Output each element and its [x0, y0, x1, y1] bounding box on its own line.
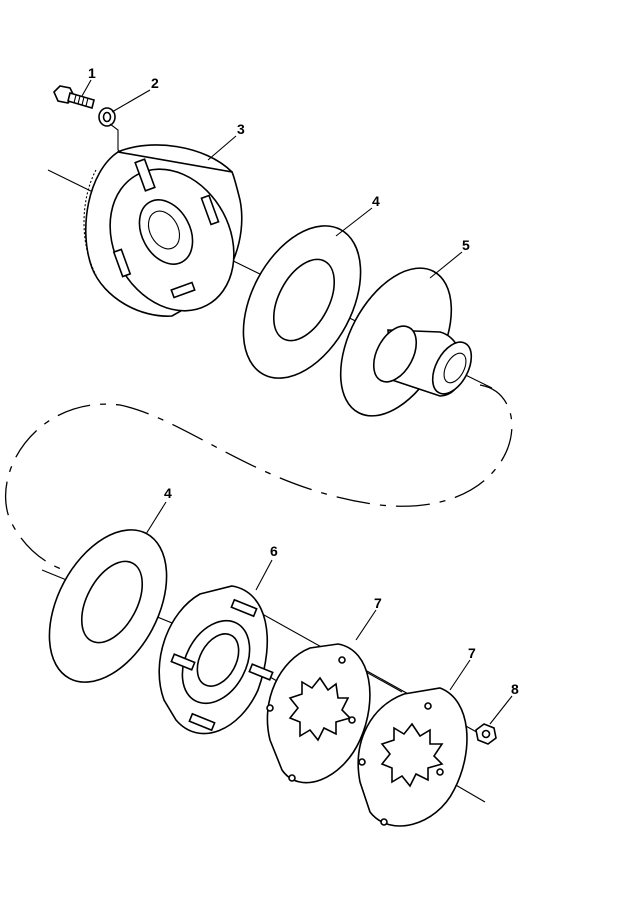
callout-8: 8 [511, 681, 519, 697]
callout-3: 3 [237, 121, 245, 137]
callout-4-upper: 4 [372, 193, 380, 209]
callout-4-lower: 4 [164, 485, 172, 501]
part-1-bolt [53, 85, 95, 110]
callout-5: 5 [462, 237, 470, 253]
part-4-friction-disc-lower [48, 529, 168, 683]
callout-1: 1 [88, 65, 96, 81]
callout-leaders [81, 79, 513, 725]
callout-6: 6 [270, 543, 278, 559]
part-2-washer [98, 107, 116, 127]
part-6-pressure-plate [158, 585, 274, 735]
callout-labels: 1 2 3 4 5 4 6 7 7 8 [88, 65, 519, 697]
part-7-splined-plate-first [266, 643, 371, 784]
part-4-friction-disc-upper [242, 225, 362, 379]
part-5-hub-plate [339, 267, 473, 417]
callout-7-second: 7 [468, 645, 476, 661]
callout-7-first: 7 [374, 595, 382, 611]
dashed-connection-path [4, 384, 513, 576]
part-8-nut [475, 723, 497, 745]
part-3-clutch-drum [83, 144, 243, 317]
callout-2: 2 [151, 75, 159, 91]
part-7-splined-plate-second [357, 687, 468, 827]
